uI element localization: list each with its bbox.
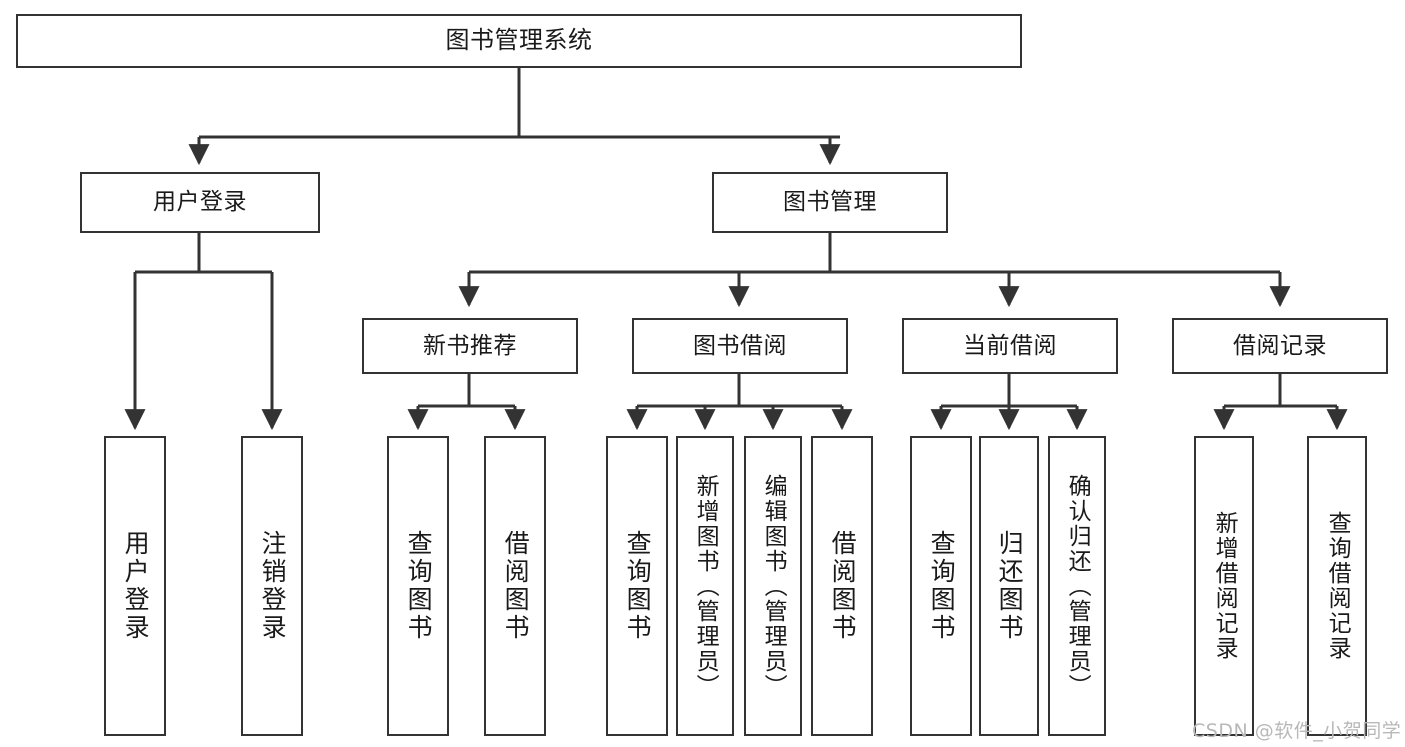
node-label: 查询图书 — [404, 530, 434, 642]
csdn-watermark: CSDN @软件_小贺同学 — [1192, 720, 1402, 742]
node-borrow-record[interactable]: 借阅记录 — [1172, 318, 1388, 374]
node-label: 新增借阅记录 — [1211, 511, 1238, 661]
node-new-book-recommend[interactable]: 新书推荐 — [362, 318, 578, 374]
node-leaf-query-book-borrow[interactable]: 查询图书 — [606, 436, 668, 736]
node-leaf-return-book[interactable]: 归还图书 — [979, 436, 1039, 736]
node-user-login[interactable]: 用户登录 — [80, 172, 320, 233]
node-leaf-query-book-recommend[interactable]: 查询图书 — [387, 436, 449, 736]
node-label: 注销登录 — [258, 530, 288, 642]
node-label: 编辑图书（管理员） — [760, 473, 787, 699]
node-leaf-confirm-return-admin[interactable]: 确认归还（管理员） — [1048, 436, 1106, 736]
node-label: 借阅图书 — [501, 530, 531, 642]
node-label: 借阅记录 — [1233, 332, 1327, 359]
node-leaf-add-book-admin[interactable]: 新增图书（管理员） — [676, 436, 734, 736]
node-label: 查询图书 — [927, 530, 957, 642]
node-label: 归还图书 — [995, 530, 1025, 642]
node-leaf-user-login[interactable]: 用户登录 — [104, 436, 166, 736]
node-leaf-query-book-current[interactable]: 查询图书 — [910, 436, 972, 736]
node-leaf-logout-login[interactable]: 注销登录 — [241, 436, 303, 736]
node-label: 新增图书（管理员） — [692, 473, 719, 699]
node-label: 确认归还（管理员） — [1064, 473, 1091, 699]
node-label: 用户登录 — [121, 530, 151, 642]
node-leaf-borrow-book-borrow[interactable]: 借阅图书 — [811, 436, 873, 736]
node-book-borrow[interactable]: 图书借阅 — [632, 318, 848, 374]
node-book-management[interactable]: 图书管理 — [712, 172, 948, 233]
node-label: 新书推荐 — [423, 332, 517, 359]
node-current-borrow[interactable]: 当前借阅 — [902, 318, 1118, 374]
node-label: 查询图书 — [623, 530, 653, 642]
node-label: 查询借阅记录 — [1324, 511, 1351, 661]
node-label: 当前借阅 — [963, 332, 1057, 359]
node-leaf-query-borrow-record[interactable]: 查询借阅记录 — [1307, 436, 1367, 736]
node-leaf-edit-book-admin[interactable]: 编辑图书（管理员） — [744, 436, 802, 736]
node-label: 用户登录 — [153, 189, 247, 216]
node-label: 图书借阅 — [693, 332, 787, 359]
node-leaf-add-borrow-record[interactable]: 新增借阅记录 — [1194, 436, 1254, 736]
node-label: 图书管理系统 — [445, 26, 593, 55]
node-label: 图书管理 — [783, 189, 877, 216]
node-label: 借阅图书 — [828, 530, 858, 642]
node-root-book-management-system[interactable]: 图书管理系统 — [16, 14, 1022, 68]
node-leaf-borrow-book-recommend[interactable]: 借阅图书 — [484, 436, 546, 736]
